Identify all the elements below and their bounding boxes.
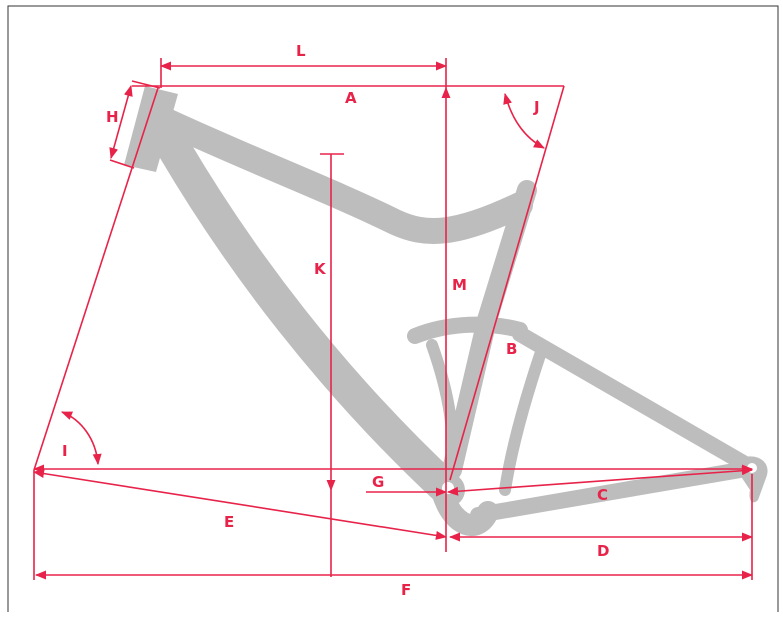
label-C: C xyxy=(597,486,608,504)
label-J: J xyxy=(533,98,540,116)
dim-H xyxy=(109,84,133,160)
label-K: K xyxy=(314,260,327,278)
top-tube xyxy=(147,105,533,244)
dim-J-line xyxy=(449,85,565,481)
label-I: I xyxy=(62,442,68,460)
dim-C xyxy=(446,466,754,496)
down-tube xyxy=(158,133,465,507)
label-G: G xyxy=(372,473,384,491)
dim-J-arc xyxy=(503,92,545,149)
rear-dropout xyxy=(740,456,768,503)
rocker-link xyxy=(407,316,528,344)
label-A: A xyxy=(345,89,357,107)
label-D: D xyxy=(597,542,609,560)
dim-I-arc xyxy=(60,411,102,466)
label-B: B xyxy=(506,340,517,358)
label-F: F xyxy=(401,581,411,599)
outer-border xyxy=(7,5,779,612)
label-E: E xyxy=(224,513,234,531)
label-M: M xyxy=(452,276,467,294)
seat-stay xyxy=(512,326,760,476)
dim-E xyxy=(32,469,448,540)
dimension-labels: L A J H K M B I G C E D F xyxy=(62,42,609,599)
dimension-lines xyxy=(32,58,754,580)
steering-axis xyxy=(33,87,159,471)
label-L: L xyxy=(296,42,306,60)
rear-axle xyxy=(747,463,757,473)
shock-strut xyxy=(426,339,459,471)
chain-stay xyxy=(470,460,760,523)
dim-A-cap xyxy=(131,80,161,89)
dim-H-cap xyxy=(109,159,135,169)
label-H: H xyxy=(106,108,119,126)
